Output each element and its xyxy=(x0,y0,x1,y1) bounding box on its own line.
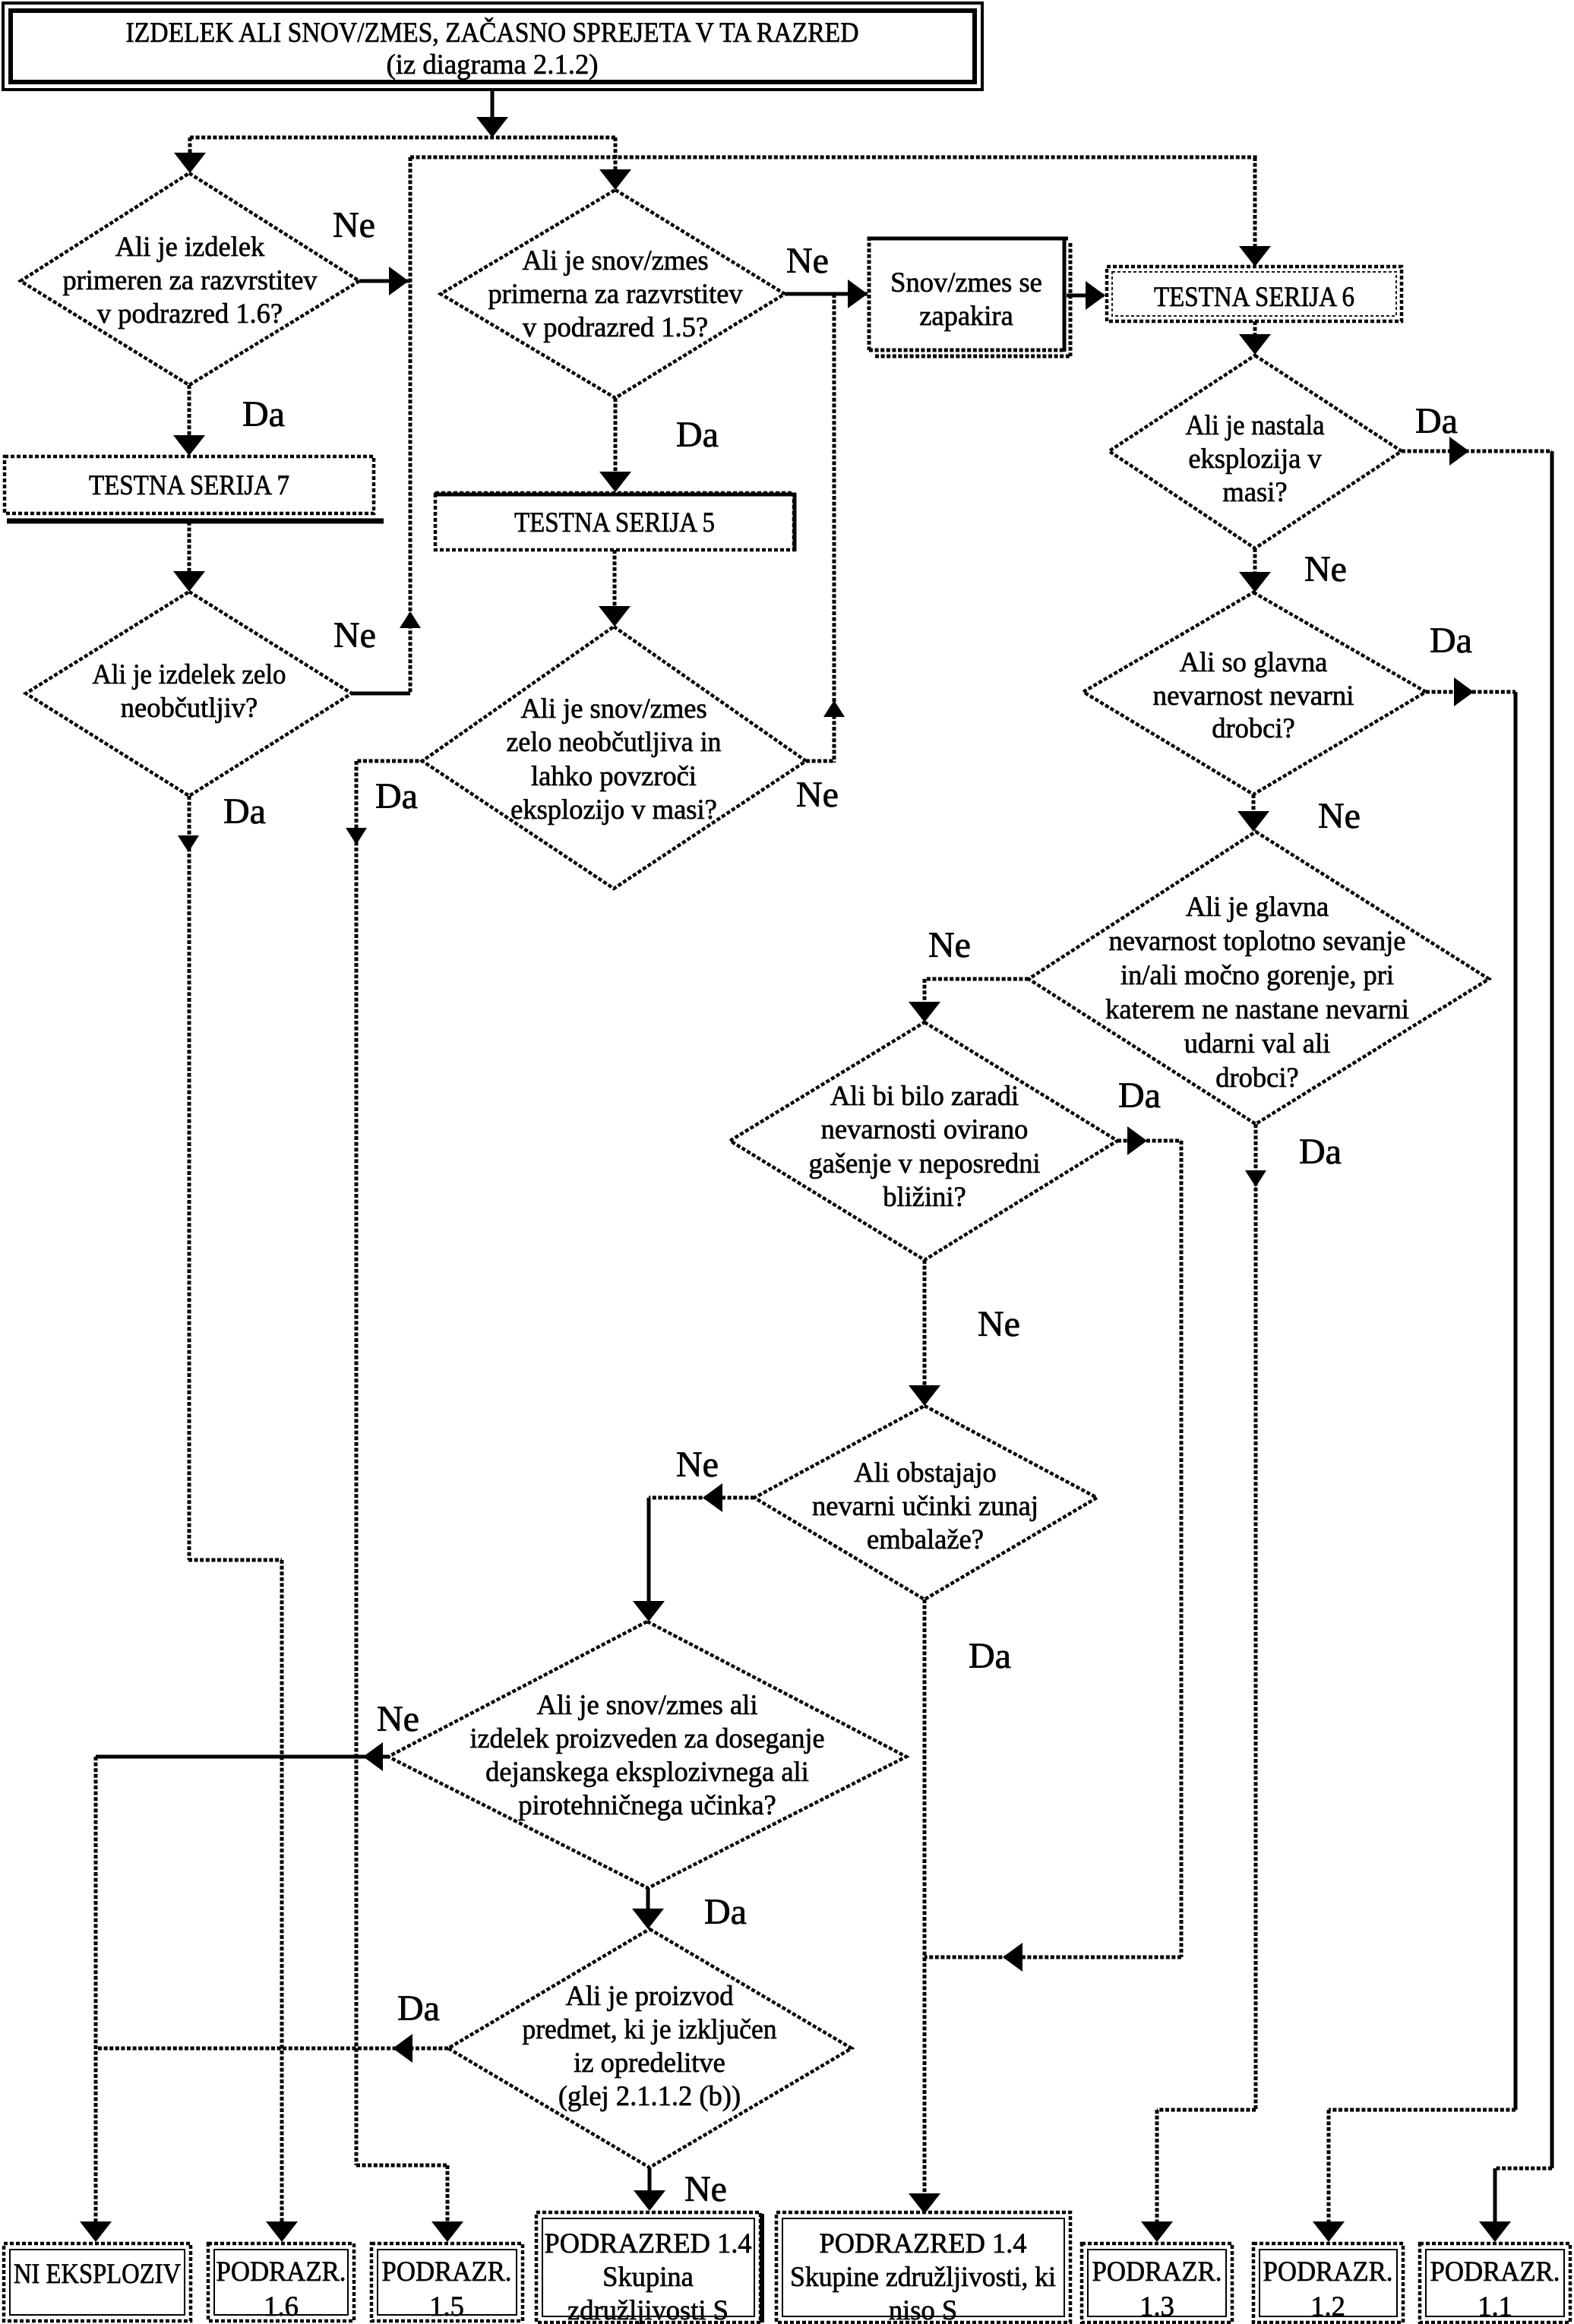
svg-text:1.5: 1.5 xyxy=(429,2291,464,2322)
svg-text:1.6: 1.6 xyxy=(264,2291,299,2322)
svg-text:Skupina: Skupina xyxy=(602,2261,694,2292)
svg-text:zapakira: zapakira xyxy=(919,300,1013,331)
svg-text:predmet, ki je izključen: predmet, ki je izključen xyxy=(523,2013,777,2045)
svg-text:TESTNA SERIJA 5: TESTNA SERIJA 5 xyxy=(514,507,715,538)
svg-text:izdelek proizveden za doseganj: izdelek proizveden za doseganje xyxy=(470,1722,825,1754)
svg-text:Ali je proizvod: Ali je proizvod xyxy=(566,1980,734,2011)
svg-text:eksplozijo v masi?: eksplozijo v masi? xyxy=(510,794,717,825)
svg-text:1.3: 1.3 xyxy=(1139,2291,1174,2322)
svg-text:drobci?: drobci? xyxy=(1215,1062,1298,1093)
svg-text:Ali je izdelek: Ali je izdelek xyxy=(115,231,265,262)
svg-text:Da: Da xyxy=(1415,401,1458,441)
svg-text:nevarnost toplotno sevanje: nevarnost toplotno sevanje xyxy=(1109,925,1406,956)
svg-text:PODRAZRED 1.4: PODRAZRED 1.4 xyxy=(820,2228,1027,2259)
svg-text:Da: Da xyxy=(242,394,285,434)
svg-text:gašenje v neposredni: gašenje v neposredni xyxy=(809,1148,1041,1179)
svg-text:dejanskega eksplozivnega ali: dejanskega eksplozivnega ali xyxy=(485,1756,809,1787)
svg-text:1.1: 1.1 xyxy=(1478,2291,1512,2322)
svg-text:(iz diagrama 2.1.2): (iz diagrama 2.1.2) xyxy=(387,49,599,80)
svg-text:primeren za razvrstitev: primeren za razvrstitev xyxy=(63,264,318,295)
svg-text:Snov/zmes se: Snov/zmes se xyxy=(890,267,1042,298)
svg-text:in/ali močno gorenje, pri: in/ali močno gorenje, pri xyxy=(1120,959,1394,990)
svg-text:Ne: Ne xyxy=(684,2169,727,2209)
svg-text:Ne: Ne xyxy=(1318,796,1361,836)
svg-text:Ali je snov/zmes: Ali je snov/zmes xyxy=(522,245,708,276)
svg-text:bližini?: bližini? xyxy=(883,1181,966,1212)
svg-text:Da: Da xyxy=(1299,1132,1342,1172)
svg-text:PODRAZR.: PODRAZR. xyxy=(1263,2256,1393,2287)
svg-text:v podrazred 1.6?: v podrazred 1.6? xyxy=(97,298,283,329)
svg-text:Skupine združljivosti, ki: Skupine združljivosti, ki xyxy=(790,2261,1056,2292)
svg-text:Ne: Ne xyxy=(1304,549,1347,589)
svg-text:(glej 2.1.1.2 (b)): (glej 2.1.1.2 (b)) xyxy=(558,2080,741,2111)
svg-text:nevarnosti ovirano: nevarnosti ovirano xyxy=(821,1113,1029,1145)
svg-text:1.2: 1.2 xyxy=(1310,2291,1345,2322)
svg-text:PODRAZR.: PODRAZR. xyxy=(382,2256,512,2287)
svg-text:Da: Da xyxy=(223,791,266,832)
svg-text:Ne: Ne xyxy=(786,241,829,281)
svg-text:katerem ne nastane nevarni: katerem ne nastane nevarni xyxy=(1105,993,1409,1025)
svg-text:masi?: masi? xyxy=(1222,476,1287,507)
svg-text:Ali je glavna: Ali je glavna xyxy=(1186,891,1329,922)
svg-text:eksplozija v: eksplozija v xyxy=(1188,443,1322,474)
svg-text:Ne: Ne xyxy=(676,1445,719,1485)
svg-text:v podrazred 1.5?: v podrazred 1.5? xyxy=(523,311,708,343)
svg-text:Da: Da xyxy=(1430,620,1472,661)
svg-text:nevarnost nevarni: nevarnost nevarni xyxy=(1153,680,1354,711)
svg-text:nevarni učinki zunaj: nevarni učinki zunaj xyxy=(812,1490,1038,1521)
svg-text:udarni val ali: udarni val ali xyxy=(1184,1028,1331,1059)
svg-text:PODRAZRED 1.4: PODRAZRED 1.4 xyxy=(545,2228,752,2259)
svg-text:Ali bi bilo zaradi: Ali bi bilo zaradi xyxy=(830,1080,1019,1111)
svg-text:pirotehničnega učinka?: pirotehničnega učinka? xyxy=(518,1789,776,1820)
svg-text:Da: Da xyxy=(375,776,418,816)
svg-text:Ne: Ne xyxy=(333,615,376,655)
svg-text:Ne: Ne xyxy=(333,205,375,245)
svg-text:Ali je snov/zmes: Ali je snov/zmes xyxy=(520,693,706,724)
svg-text:Da: Da xyxy=(704,1892,747,1932)
svg-text:lahko povzroči: lahko povzroči xyxy=(531,760,697,791)
svg-text:Ali je izdelek zelo: Ali je izdelek zelo xyxy=(93,658,286,690)
svg-text:IZDELEK ALI SNOV/ZMES, ZAČASNO: IZDELEK ALI SNOV/ZMES, ZAČASNO SPREJETA … xyxy=(126,17,859,48)
svg-text:Ali je snov/zmes ali: Ali je snov/zmes ali xyxy=(537,1689,758,1720)
svg-text:iz opredelitve: iz opredelitve xyxy=(574,2047,725,2078)
svg-text:drobci?: drobci? xyxy=(1212,712,1294,744)
svg-text:Ne: Ne xyxy=(978,1304,1020,1344)
svg-text:niso S: niso S xyxy=(889,2294,957,2324)
svg-text:Da: Da xyxy=(1118,1075,1161,1116)
svg-text:Da: Da xyxy=(676,415,719,455)
svg-text:združljivosti S: združljivosti S xyxy=(567,2294,729,2324)
svg-text:embalaže?: embalaže? xyxy=(867,1524,984,1555)
svg-text:Ne: Ne xyxy=(796,775,839,815)
svg-text:Ali so glavna: Ali so glavna xyxy=(1180,646,1328,677)
svg-text:neobčutljiv?: neobčutljiv? xyxy=(121,692,258,723)
svg-text:Da: Da xyxy=(969,1636,1011,1676)
svg-text:NI EKSPLOZIV: NI EKSPLOZIV xyxy=(14,2258,181,2289)
svg-text:Da: Da xyxy=(397,1988,440,2029)
svg-text:TESTNA SERIJA 6: TESTNA SERIJA 6 xyxy=(1154,281,1354,312)
svg-text:Ne: Ne xyxy=(377,1699,419,1739)
svg-text:Ali je nastala: Ali je nastala xyxy=(1186,409,1325,440)
svg-text:Ali obstajajo: Ali obstajajo xyxy=(854,1457,997,1488)
svg-text:primerna za razvrstitev: primerna za razvrstitev xyxy=(488,278,744,309)
svg-text:PODRAZR.: PODRAZR. xyxy=(1092,2256,1222,2287)
svg-text:PODRAZR.: PODRAZR. xyxy=(217,2256,346,2287)
svg-text:zelo neobčutljiva in: zelo neobčutljiva in xyxy=(507,726,722,757)
svg-text:PODRAZR.: PODRAZR. xyxy=(1430,2256,1560,2287)
svg-text:TESTNA SERIJA 7: TESTNA SERIJA 7 xyxy=(89,469,289,500)
svg-text:Ne: Ne xyxy=(928,925,971,965)
